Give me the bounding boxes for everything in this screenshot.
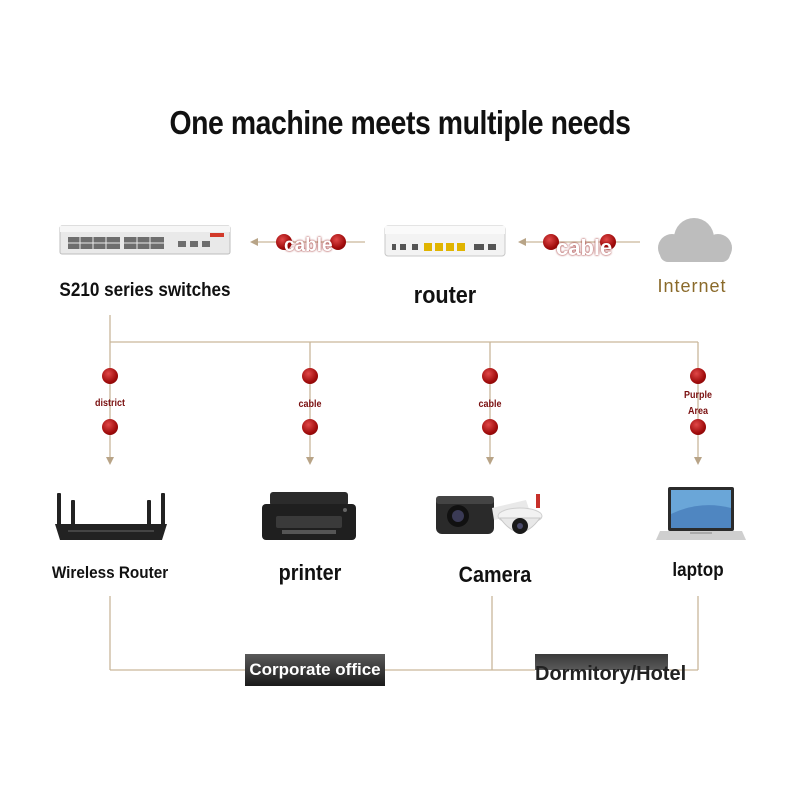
branch-connector-2: cable <box>298 399 322 410</box>
page-title: One machine meets multiple needs <box>169 104 631 141</box>
arrow-left-2 <box>518 238 526 246</box>
branch-connector-3: cable <box>478 399 502 410</box>
branch-connector-1: district <box>94 398 126 409</box>
router-label: router <box>413 282 477 309</box>
camera-label: Camera <box>458 562 532 587</box>
branch-pill-3-top <box>482 368 498 384</box>
branch-pill-1-top <box>102 368 118 384</box>
branch-connector-4-line1: Purple <box>683 390 713 401</box>
switch-label: S210 series switches <box>59 280 231 301</box>
branch-pill-1-bottom <box>102 419 118 435</box>
branch-pill-2-bottom <box>302 419 318 435</box>
branch-pill-2-top <box>302 368 318 384</box>
arrow-left-1 <box>250 238 258 246</box>
corporate-office-bar: Corporate office <box>245 654 385 686</box>
cable-pill-left-a <box>276 234 292 250</box>
cable-pill-right-b <box>600 234 616 250</box>
laptop-label: laptop <box>672 560 724 581</box>
cable-pill-left-b <box>330 234 346 250</box>
printer-label: printer <box>278 560 342 585</box>
dormitory-hotel-bar: Dormitory/Hotel <box>535 654 686 694</box>
wireless-router-label: Wireless Router <box>51 563 169 582</box>
branch-pill-4-bottom <box>690 419 706 435</box>
internet-label: Internet <box>657 276 727 296</box>
cable-label-right: cable <box>556 235 613 260</box>
branch-pill-3-bottom <box>482 419 498 435</box>
cable-pill-right-a <box>543 234 559 250</box>
branch-pill-4-top <box>690 368 706 384</box>
cable-label-left: cable <box>284 235 333 256</box>
branch-connector-4-line2: Area <box>687 406 709 417</box>
